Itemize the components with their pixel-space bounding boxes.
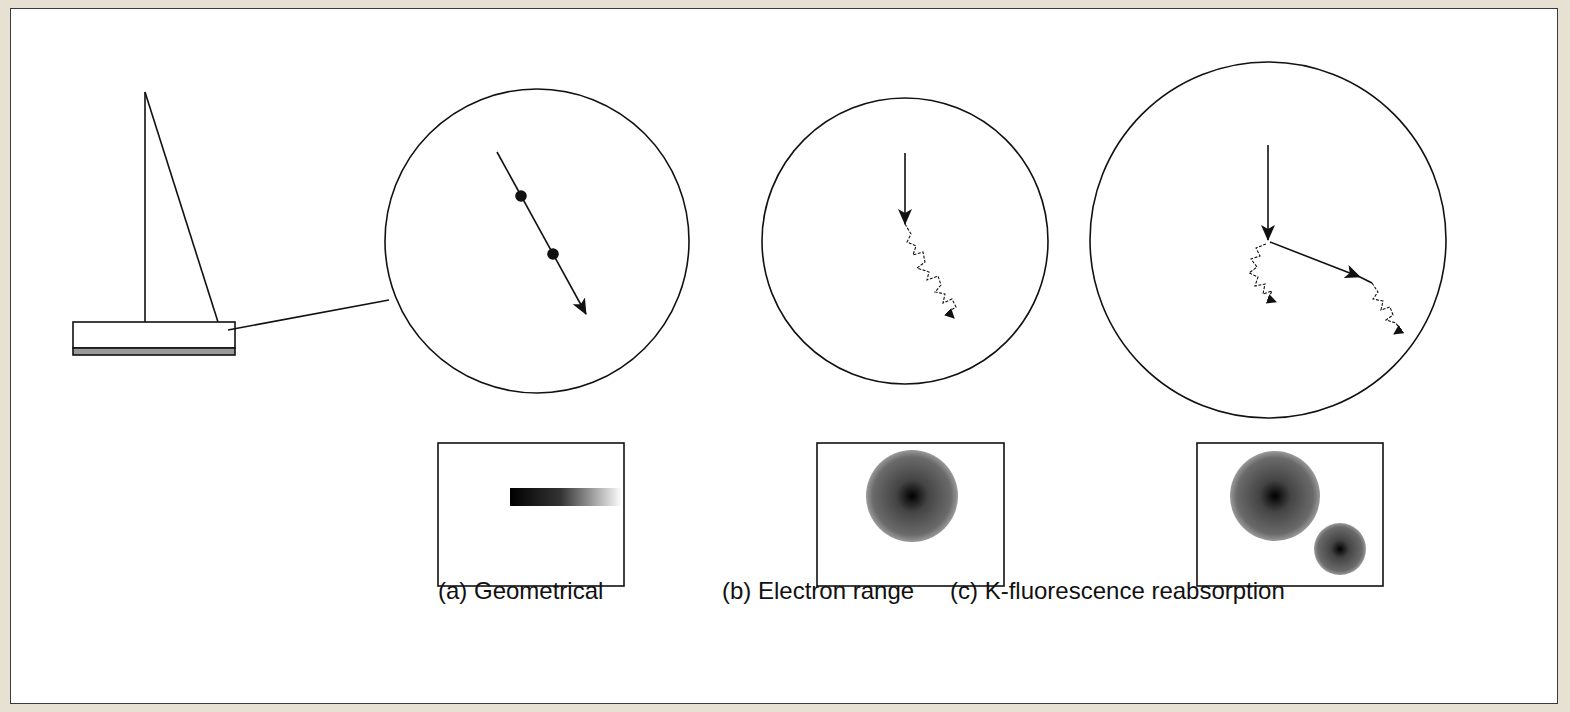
magnified-view: [1090, 62, 1446, 418]
detector-slab: [73, 322, 235, 348]
spread-blob: [1230, 451, 1320, 541]
magnified-view: [762, 98, 1048, 384]
interaction-dot: [548, 249, 558, 259]
electron-track: [1372, 283, 1400, 334]
panel-caption: (b) Electron range: [722, 578, 914, 604]
detector-substrate: [73, 348, 235, 355]
spread-bar: [510, 488, 622, 506]
photon-track: [497, 152, 586, 314]
panel-caption: (a) Geometrical: [438, 578, 603, 604]
interaction-dot: [516, 191, 526, 201]
beam-edge: [145, 92, 218, 322]
spread-panel: [817, 443, 1004, 586]
leader-line: [228, 300, 389, 330]
spread-blob: [1314, 523, 1366, 575]
spread-blob: [866, 450, 958, 542]
beam-edge: [144, 92, 146, 322]
fluorescence-track: [1360, 277, 1372, 283]
photon-track: [904, 153, 906, 224]
spread-panel: [1197, 443, 1383, 586]
electron-track: [1249, 244, 1276, 302]
electron-track: [905, 224, 956, 318]
spread-panel: [438, 443, 624, 586]
magnified-view: [385, 89, 689, 393]
photon-track: [1267, 145, 1269, 240]
fluorescence-track: [1270, 242, 1360, 277]
panel-caption: (c) K-fluorescence reabsorption: [950, 578, 1285, 604]
